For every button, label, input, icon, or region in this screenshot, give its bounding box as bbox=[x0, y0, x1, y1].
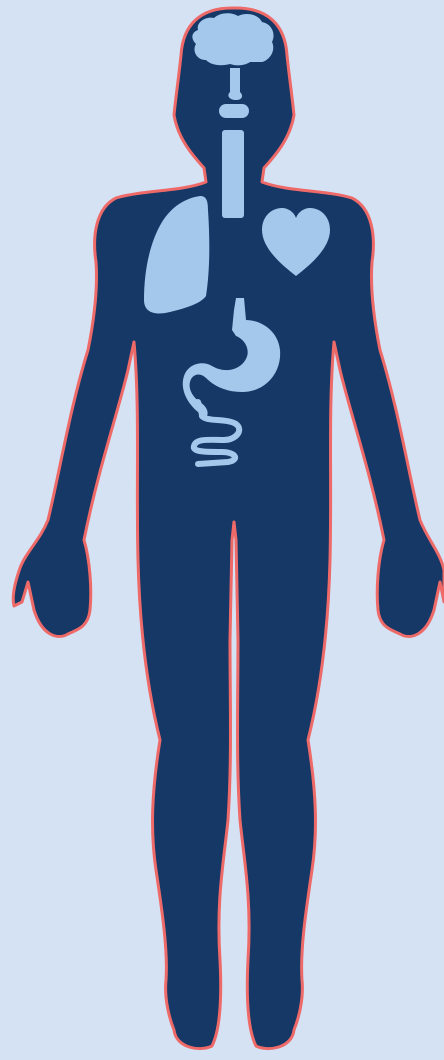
trachea-icon bbox=[222, 130, 244, 218]
mouth-icon bbox=[219, 104, 249, 118]
brain-icon bbox=[192, 13, 273, 65]
